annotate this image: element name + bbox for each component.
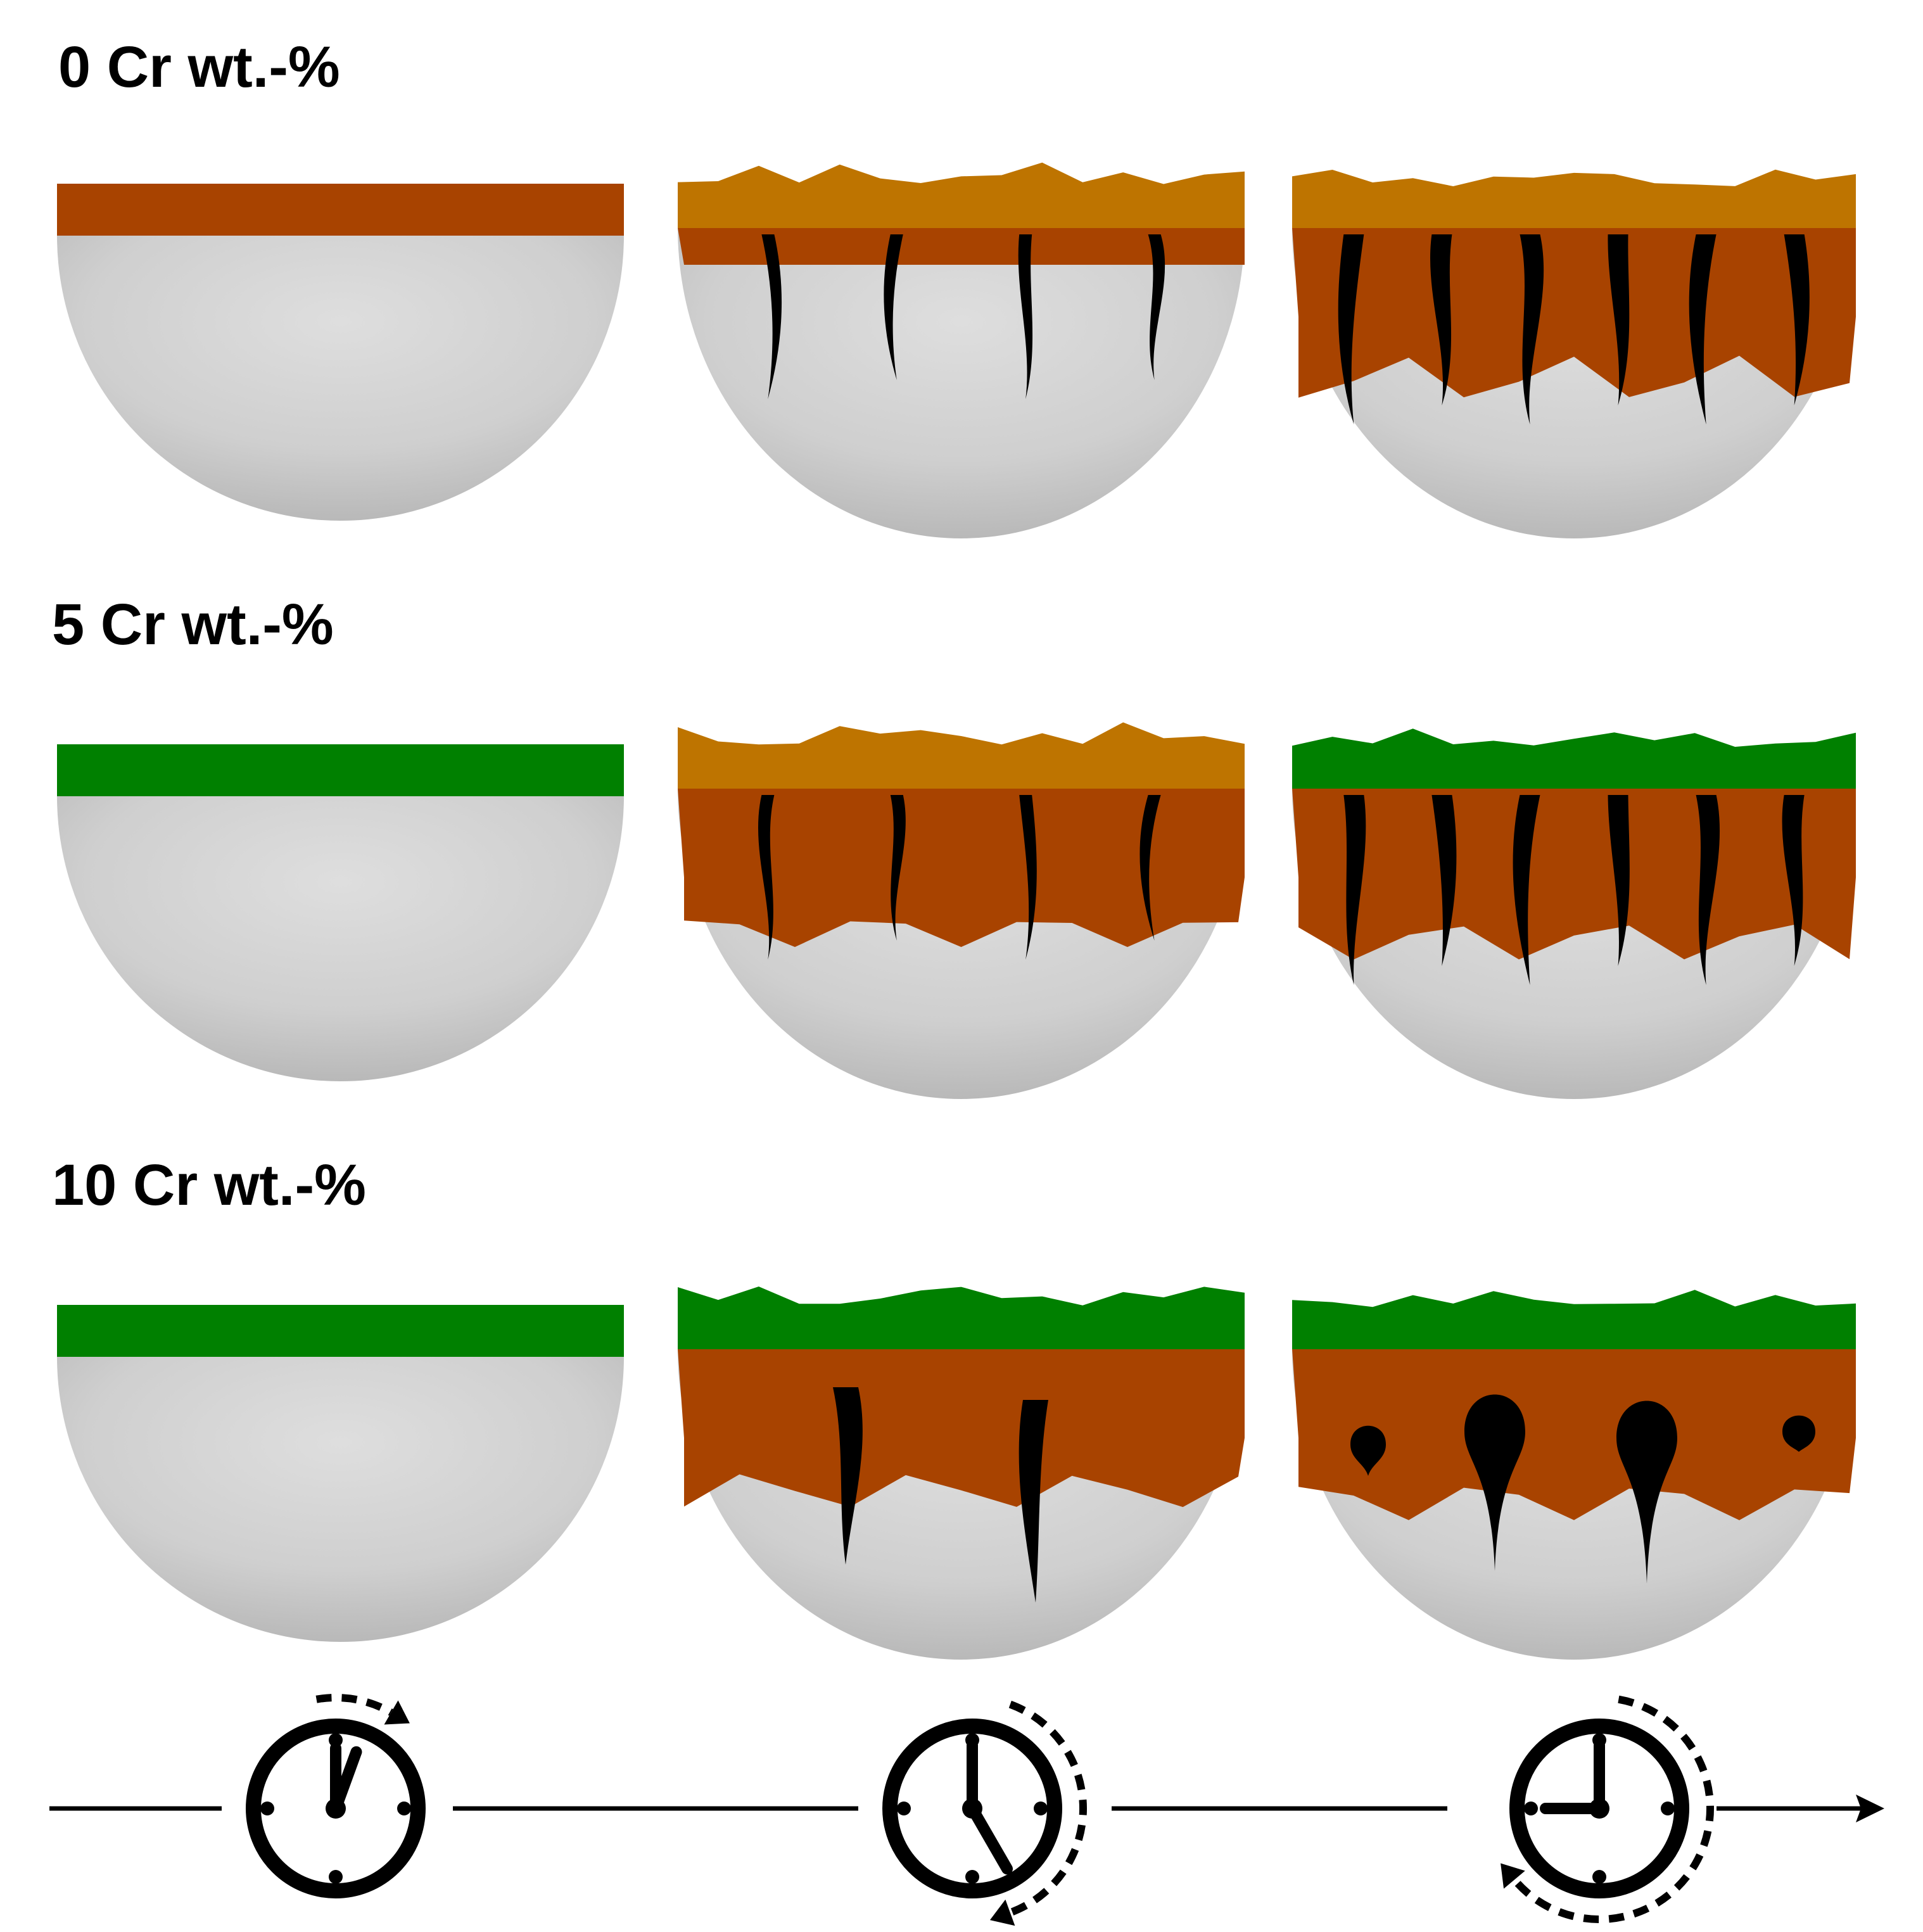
arc-arrow-head [1501,1863,1525,1889]
outer-oxide-layer [678,1287,1245,1349]
panel-row1-col1 [678,722,1245,1099]
panel-row0-col1 [678,162,1245,538]
void [1616,1401,1677,1584]
crack [1513,795,1540,985]
crack [1689,234,1717,424]
oxide-layer [57,1305,624,1357]
elapsed-arc [1511,1695,1714,1923]
crack [1520,234,1544,424]
panel-row2-col0 [57,1305,624,1642]
outer-oxide-layer [1292,728,1856,789]
arc-arrow-head [384,1700,410,1725]
inner-oxide-layer [678,789,1245,947]
timeline [49,1694,1884,1926]
crack [1784,234,1810,405]
crack [1019,1400,1048,1603]
crack [1431,795,1457,966]
crack [884,234,903,380]
metal-substrate [678,228,1245,538]
crack [1018,234,1033,399]
elapsed-arc [315,1694,393,1716]
outer-oxide-layer [678,722,1245,789]
panel-row0-col2 [1292,169,1856,538]
row-label-0cr: 0 Cr wt.-% [58,35,340,99]
row-label-5cr: 5 Cr wt.-% [52,592,334,657]
metal-substrate [57,1357,624,1642]
inner-oxide-layer [1292,1349,1856,1520]
panel-row2-col2 [1292,1290,1856,1660]
oxide-layer [57,744,624,796]
arc-arrow-head [989,1899,1015,1926]
crack [758,795,775,960]
crack [1608,234,1630,405]
crack [761,234,782,399]
panel-row2-col1 [678,1287,1245,1660]
crack [890,795,906,941]
panel-row1-col0 [57,744,624,1081]
metal-substrate [57,236,624,521]
void [1464,1394,1525,1571]
inner-oxide-layer [678,1349,1245,1508]
clock-late-icon [1501,1695,1714,1923]
crack [1696,795,1720,985]
time-arrow-head [1856,1795,1884,1822]
crack [1139,795,1161,941]
stopwatch-start-icon [246,1694,426,1898]
void [1782,1415,1815,1452]
panel-row1-col2 [1292,728,1856,1099]
void [1350,1425,1386,1476]
outer-oxide-layer [1292,1290,1856,1349]
elapsed-arc [1008,1700,1087,1917]
outer-oxide-layer [678,162,1245,228]
crack [1148,234,1165,380]
crack [1430,234,1452,405]
crack [1608,795,1630,966]
inner-oxide-layer [678,228,1245,265]
outer-oxide-layer [1292,169,1856,228]
crack [1782,795,1805,966]
oxide-layer [57,184,624,236]
crack [1019,795,1037,960]
crack [833,1387,863,1565]
metal-substrate [57,796,624,1081]
clock-mid-icon [882,1700,1087,1926]
crack [1343,795,1366,985]
row-label-10cr: 10 Cr wt.-% [52,1153,366,1217]
crack [1338,234,1364,424]
panel-row0-col0 [57,184,624,521]
